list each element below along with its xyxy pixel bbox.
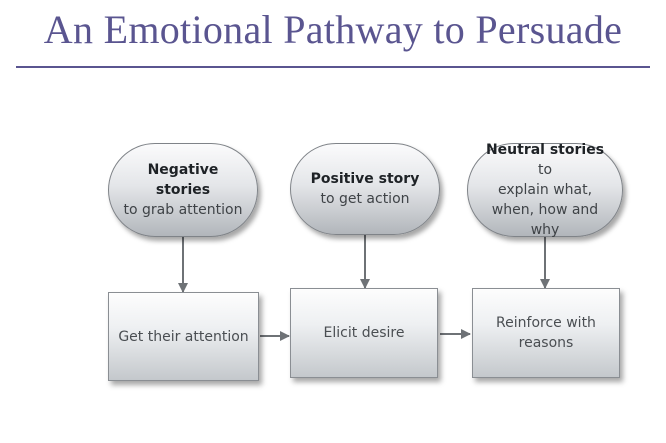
- positive-story-node: Positive story to get action: [290, 143, 440, 235]
- elicit-desire-box: Elicit desire: [290, 288, 438, 378]
- title-underline: [16, 66, 650, 68]
- get-attention-label: Get their attention: [118, 328, 249, 345]
- negative-stories-subtext: to grab attention: [123, 202, 243, 218]
- reinforce-reasons-label: Reinforce with reasons: [496, 315, 596, 351]
- neutral-stories-node: Neutral stories to explain what, when, h…: [467, 142, 623, 238]
- neutral-stories-subtext: explain what, when, how and why: [491, 182, 599, 238]
- negative-stories-node: Negative stories to grab attention: [108, 143, 258, 237]
- negative-stories-heading: Negative stories: [147, 162, 219, 198]
- neutral-stories-heading: Neutral stories: [485, 142, 605, 158]
- positive-story-heading: Positive story: [310, 171, 420, 187]
- elicit-desire-label: Elicit desire: [323, 325, 405, 341]
- reinforce-reasons-box: Reinforce with reasons: [472, 288, 620, 378]
- positive-story-subtext: to get action: [320, 191, 410, 207]
- slide-title: An Emotional Pathway to Persuade: [43, 7, 623, 52]
- neutral-stories-to: to: [537, 162, 553, 178]
- get-attention-box: Get their attention: [108, 292, 259, 381]
